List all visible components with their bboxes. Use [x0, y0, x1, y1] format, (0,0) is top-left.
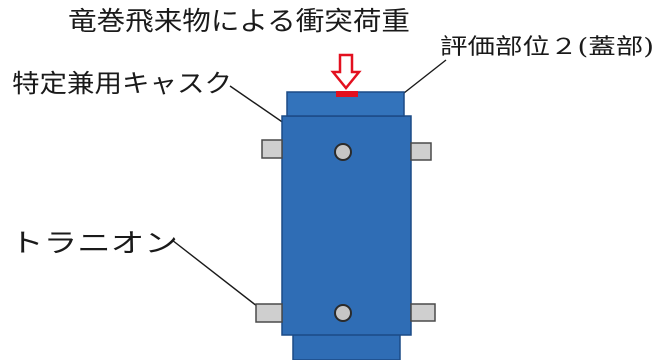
trunnion-top-right [410, 142, 432, 161]
trunnion-bottom-left [255, 303, 283, 323]
trunnion-leader-line [171, 239, 263, 311]
cask-marker-bottom [334, 304, 352, 322]
trunnion-bottom-right [410, 303, 436, 322]
evaluation-part-label: 評価部位２(蓋部) [440, 35, 654, 60]
evaluation-part-leader-line [403, 59, 447, 94]
trunnion-label: トラニオン [10, 229, 178, 259]
cask-label: 特定兼用キャスク [12, 69, 232, 98]
impact-load-point [336, 91, 358, 97]
cask-marker-top [334, 143, 352, 161]
cask-bottom [292, 333, 401, 360]
cask-leader-line [229, 85, 292, 129]
trunnion-top-left [261, 139, 283, 159]
impact-load-arrow-icon [330, 53, 362, 97]
impact-arrow-outline [330, 53, 362, 90]
cask [255, 91, 436, 360]
diagram-title: 竜巻飛来物による衝突荷重 [68, 7, 410, 37]
